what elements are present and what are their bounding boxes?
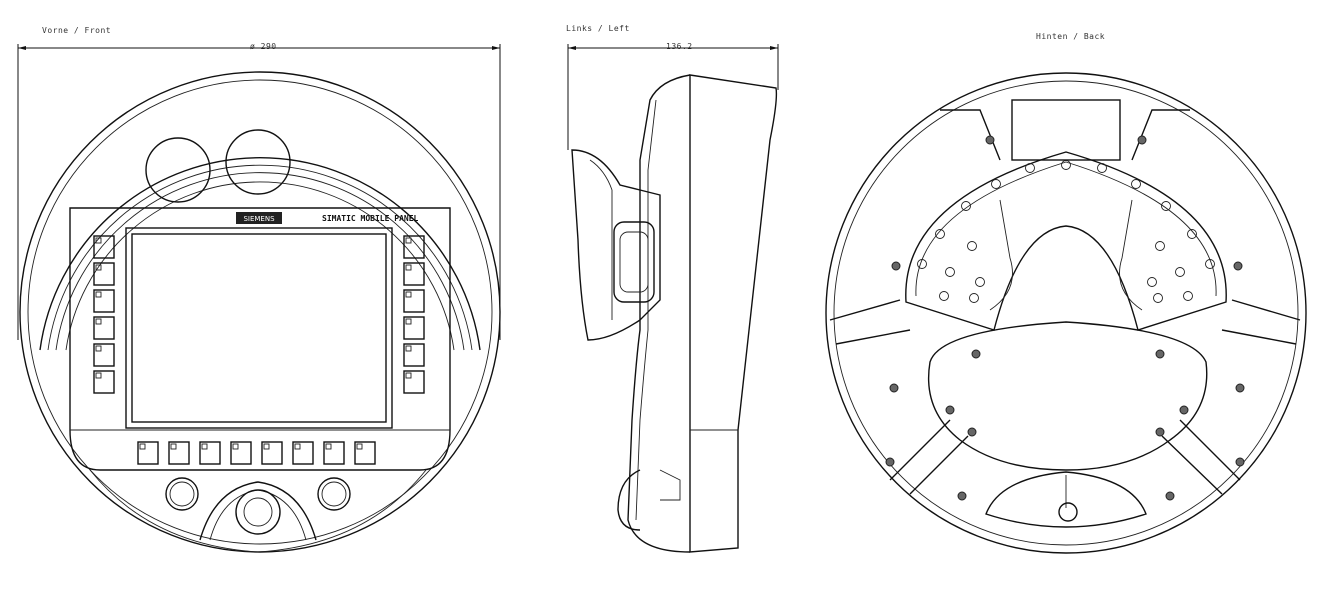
function-key (93, 370, 115, 394)
front-width-dimension: ø 290 (250, 42, 277, 51)
screw (985, 135, 995, 145)
back-top-label-area (1011, 99, 1121, 161)
grip-hole (969, 293, 979, 303)
function-key (292, 441, 314, 465)
side-bottom-knob (617, 469, 641, 531)
function-key (199, 441, 221, 465)
grip-hole (1131, 179, 1141, 189)
grip-hole (1025, 163, 1035, 173)
front-dimension-line (17, 44, 501, 340)
left-depth-dimension: 136.2 (666, 42, 693, 51)
bottom-function-keys (137, 441, 376, 465)
screw (971, 349, 981, 359)
screw (1235, 383, 1245, 393)
left-view (567, 44, 779, 553)
function-key (403, 316, 425, 340)
function-key (168, 441, 190, 465)
front-faceplate (69, 207, 451, 471)
screw (1137, 135, 1147, 145)
grip-hole (917, 259, 927, 269)
logo-plate (236, 212, 282, 224)
left-round-button (165, 477, 199, 511)
grip-hole (935, 229, 945, 239)
left-function-keys (93, 235, 115, 394)
grip-hole (1097, 163, 1107, 173)
screw (1165, 491, 1175, 501)
product-name: SIMATIC MOBILE PANEL (322, 214, 419, 223)
screw (1233, 261, 1243, 271)
function-key (93, 235, 115, 259)
emergency-stop-button (145, 137, 211, 203)
function-key (403, 262, 425, 286)
grip-hole (1153, 293, 1163, 303)
front-view: SIEMENS SIMATIC MOBILE PANEL (17, 44, 501, 553)
function-key (323, 441, 345, 465)
battery-cover (927, 321, 1208, 471)
side-body (689, 74, 778, 553)
function-key (354, 441, 376, 465)
grip-hole (967, 241, 977, 251)
back-bottom-port (1058, 502, 1078, 522)
grip-hole (1161, 201, 1171, 211)
screw (1235, 457, 1245, 467)
left-dimension-line (567, 44, 779, 150)
function-key (230, 441, 252, 465)
function-key (261, 441, 283, 465)
screw (1179, 405, 1189, 415)
screw (1155, 349, 1165, 359)
grip-hole (1155, 241, 1165, 251)
back-view (825, 72, 1307, 554)
left-view-label: Links / Left (566, 24, 630, 33)
screw (957, 491, 967, 501)
side-connector (613, 221, 655, 303)
screw (889, 383, 899, 393)
function-key (403, 289, 425, 313)
grip-hole (975, 277, 985, 287)
grip-hole (961, 201, 971, 211)
grip-hole (1205, 259, 1215, 269)
grip-hole (1175, 267, 1185, 277)
function-key (93, 262, 115, 286)
grip-hole (1061, 160, 1071, 170)
back-bottom-connector (985, 471, 1147, 528)
display-outer (125, 227, 393, 429)
screw (967, 427, 977, 437)
side-front-profile (627, 74, 691, 553)
right-function-keys (403, 235, 425, 394)
handwheel (235, 489, 281, 535)
screw (945, 405, 955, 415)
front-view-label: Vorne / Front (42, 26, 112, 35)
function-key (93, 289, 115, 313)
display-screen (131, 233, 387, 423)
grip-hole (1147, 277, 1157, 287)
screw (891, 261, 901, 271)
grip-hole (939, 291, 949, 301)
function-key (403, 235, 425, 259)
grip-hole (1187, 229, 1197, 239)
function-key (137, 441, 159, 465)
back-grip-holes (917, 160, 1215, 303)
grip-hole (1183, 291, 1193, 301)
right-round-button (317, 477, 351, 511)
screw (1155, 427, 1165, 437)
screw (885, 457, 895, 467)
logo-text: SIEMENS (243, 215, 275, 223)
handwheel-recess (199, 481, 317, 541)
function-key (93, 316, 115, 340)
side-strap (571, 149, 661, 341)
back-outer-ring (825, 72, 1307, 554)
function-key (93, 343, 115, 367)
front-outer-ring (19, 71, 501, 553)
key-switch (225, 129, 291, 195)
grip-hole (945, 267, 955, 277)
back-view-label: Hinten / Back (1036, 32, 1106, 41)
function-key (403, 370, 425, 394)
function-key (403, 343, 425, 367)
back-grip-horseshoe (905, 151, 1227, 331)
back-screws (885, 135, 1245, 501)
grip-arch (39, 157, 481, 351)
grip-hole (991, 179, 1001, 189)
